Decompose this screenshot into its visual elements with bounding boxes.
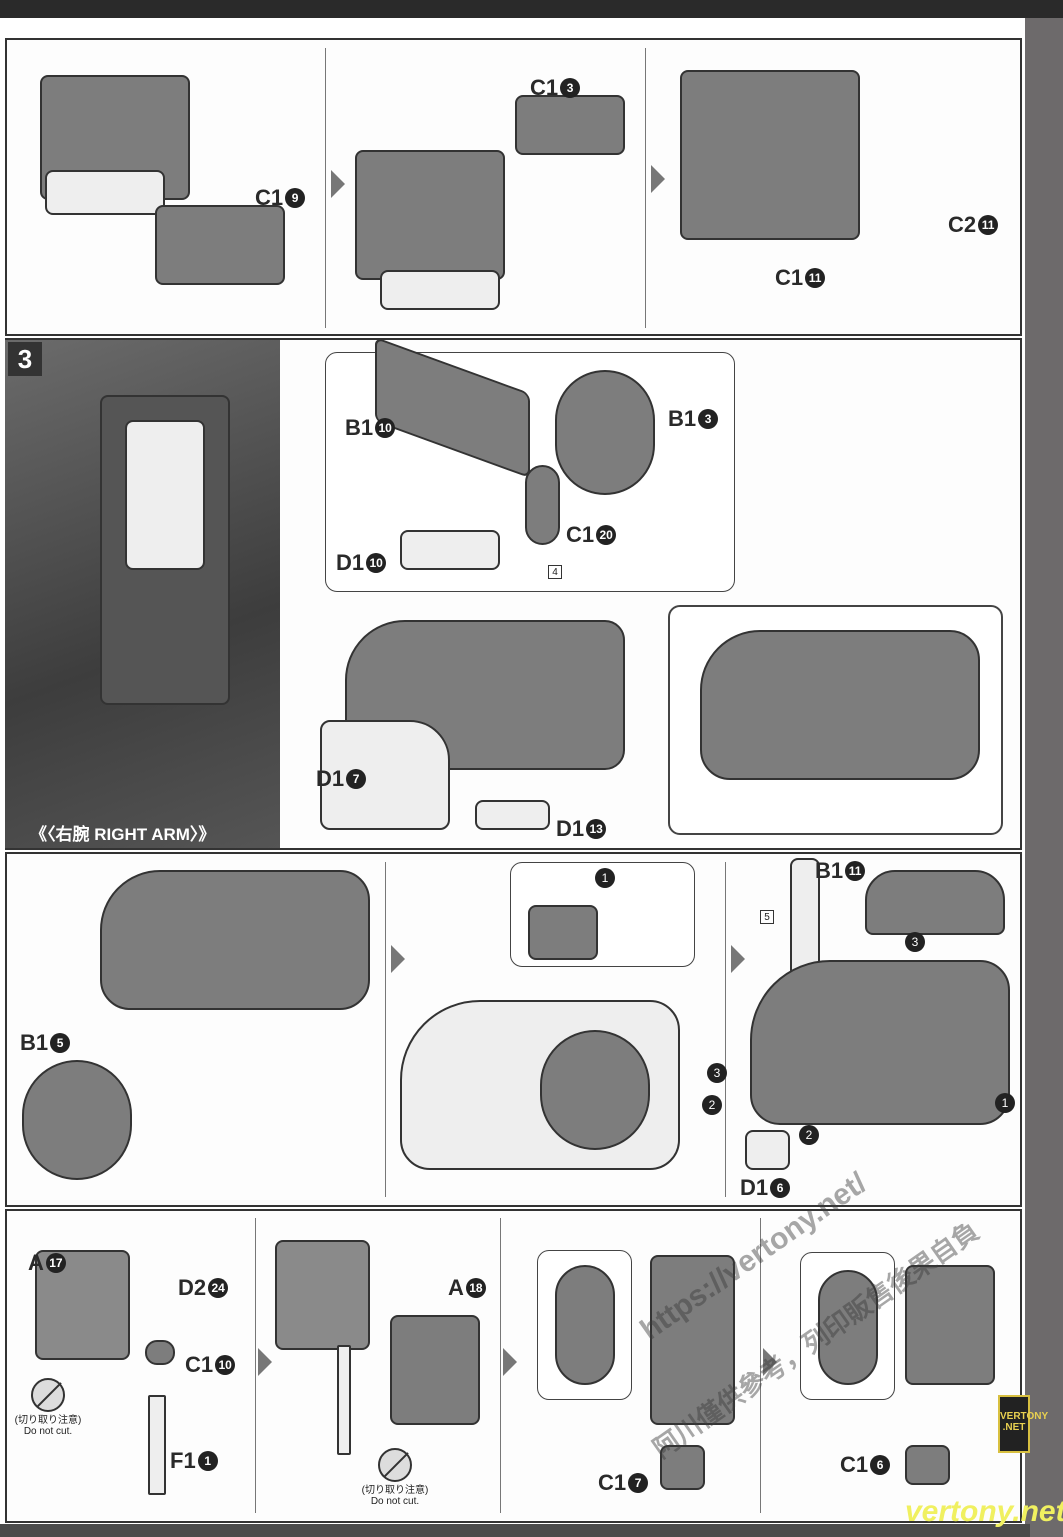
d1-part-illustration [400,530,500,570]
detail-illustration [528,905,598,960]
step-number: 3 [8,342,42,376]
arm-photo-shape [125,420,205,570]
caution-jp: (切り取り注意) [14,1415,82,1426]
divider [325,48,326,328]
step-arrow-icon [331,170,345,198]
sticker-ref: 4 [548,565,562,579]
caution-en: Do not cut. [370,1496,420,1507]
assembly-illustration [650,1255,735,1425]
detail-illustration [818,1270,878,1385]
d1-part-illustration [745,1130,790,1170]
caution-en: Do not cut. [23,1426,73,1437]
order-mark: 1 [595,868,615,888]
base-part-illustration [380,270,500,310]
d1-part-illustration [475,800,550,830]
watermark-site: vertony.net [905,1495,1063,1528]
peg-illustration [148,1395,166,1495]
step-arrow-icon [651,165,665,193]
divider [725,862,726,1197]
base-part-illustration [45,170,165,215]
waist-assembly-illustration [680,70,860,240]
c1-part-illustration [515,95,625,155]
step-arrow-icon [391,945,405,973]
page-edge [1025,18,1063,1537]
step-arrow-icon [763,1348,777,1376]
detail-illustration [555,1265,615,1385]
step-arrow-icon [731,945,745,973]
sticker-strip-illustration [790,858,820,978]
assembly-illustration [905,1265,995,1385]
sticker-ref: 5 [760,910,774,924]
peg-illustration [337,1345,351,1455]
order-mark: 3 [905,932,925,952]
c1-part-illustration [145,1340,175,1365]
divider [645,48,646,328]
order-mark: 1 [995,1093,1015,1113]
arm-assembly-illustration [750,960,1010,1125]
top-bar [0,0,1063,18]
c1-part-illustration [905,1445,950,1485]
arm-assembly-illustration [700,630,980,780]
divider [255,1218,256,1513]
b1-part-illustration [865,870,1005,935]
photo-caption: 《〈右腕 RIGHT ARM〉》 [30,825,216,844]
a-part-illustration [390,1315,480,1425]
step-arrow-icon [258,1348,272,1376]
order-mark: 2 [799,1125,819,1145]
arm-assembly-illustration [100,870,370,1010]
c1-part-illustration [525,465,560,545]
waist-part-illustration [355,150,505,280]
divider [385,862,386,1197]
bottom-bar [0,1524,1030,1537]
c1-part-illustration [155,205,285,285]
do-not-cut-warning: (切り取り注意)Do not cut. [8,1378,88,1437]
shoulder-part-illustration [540,1030,650,1150]
caution-jp: (切り取り注意) [361,1485,429,1496]
c1-part-illustration [660,1445,705,1490]
order-mark: 2 [702,1095,722,1115]
watermark-badge: VERTONY .NET [998,1395,1048,1453]
no-cut-icon [31,1378,65,1412]
b1-part-illustration [22,1060,132,1180]
divider [500,1218,501,1513]
divider [760,1218,761,1513]
a-frame-illustration [275,1240,370,1350]
do-not-cut-warning: (切り取り注意)Do not cut. [355,1448,435,1507]
d1-part-illustration [320,720,450,830]
step-arrow-icon [503,1348,517,1376]
order-mark: 3 [707,1063,727,1083]
no-cut-icon [378,1448,412,1482]
b1-part-illustration [555,370,655,495]
